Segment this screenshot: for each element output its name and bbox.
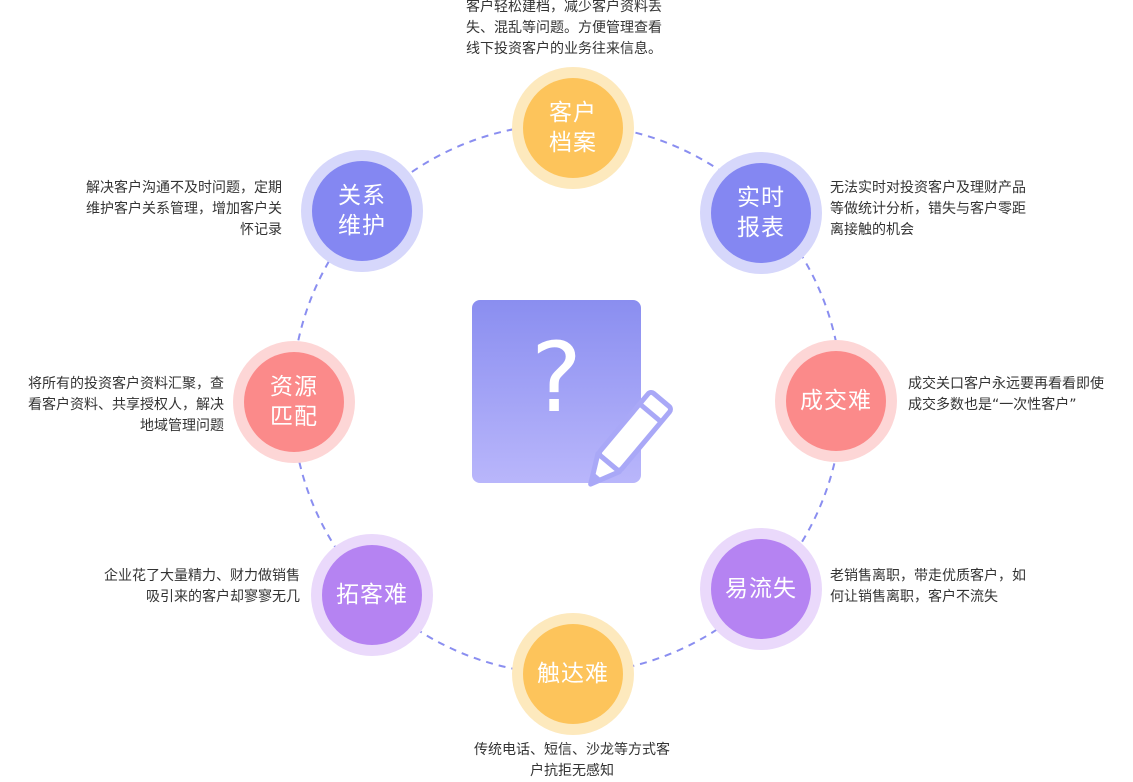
desc-hard-to-close: 成交关口客户永远要再看看即使 成交多数也是“一次性客户” bbox=[908, 376, 1104, 413]
node-label: 关系 维护 bbox=[312, 161, 412, 261]
pencil-icon bbox=[588, 390, 673, 487]
desc-hard-to-reach: 传统电话、短信、沙龙等方式客 户抗拒无感知 bbox=[474, 742, 670, 779]
question-mark-icon: ? bbox=[531, 322, 582, 434]
node-resource-match: 资源 匹配 bbox=[233, 341, 355, 463]
node-label: 触达难 bbox=[523, 624, 623, 724]
node-easy-churn: 易流失 bbox=[700, 528, 822, 650]
node-label: 客户 档案 bbox=[523, 78, 623, 178]
desc-relationship-maintenance: 解决客户沟通不及时问题，定期 维护客户关系管理，增加客户关 怀记录 bbox=[86, 180, 282, 238]
node-label: 拓客难 bbox=[322, 545, 422, 645]
node-label: 易流失 bbox=[711, 539, 811, 639]
node-hard-to-expand: 拓客难 bbox=[311, 534, 433, 656]
node-customer-archive: 客户 档案 bbox=[512, 67, 634, 189]
node-realtime-report: 实时 报表 bbox=[700, 152, 822, 274]
desc-hard-to-expand: 企业花了大量精力、财力做销售 吸引来的客户却寥寥无几 bbox=[104, 568, 300, 605]
node-label: 资源 匹配 bbox=[244, 352, 344, 452]
node-hard-to-close: 成交难 bbox=[775, 340, 897, 462]
desc-realtime-report: 无法实时对投资客户及理财产品 等做统计分析，错失与客户零距 离接触的机会 bbox=[830, 180, 1026, 238]
node-label: 实时 报表 bbox=[711, 163, 811, 263]
desc-customer-archive: 客户轻松建档，减少客户资料丢 失、混乱等问题。方便管理查看 线下投资客户的业务往… bbox=[466, 0, 662, 57]
desc-resource-match: 将所有的投资客户资料汇聚，查 看客户资料、共享授权人，解决 地域管理问题 bbox=[28, 376, 224, 434]
node-relationship-maintenance: 关系 维护 bbox=[301, 150, 423, 272]
node-label: 成交难 bbox=[786, 351, 886, 451]
node-hard-to-reach: 触达难 bbox=[512, 613, 634, 735]
desc-easy-churn: 老销售离职，带走优质客户，如 何让销售离职，客户不流失 bbox=[830, 568, 1026, 605]
